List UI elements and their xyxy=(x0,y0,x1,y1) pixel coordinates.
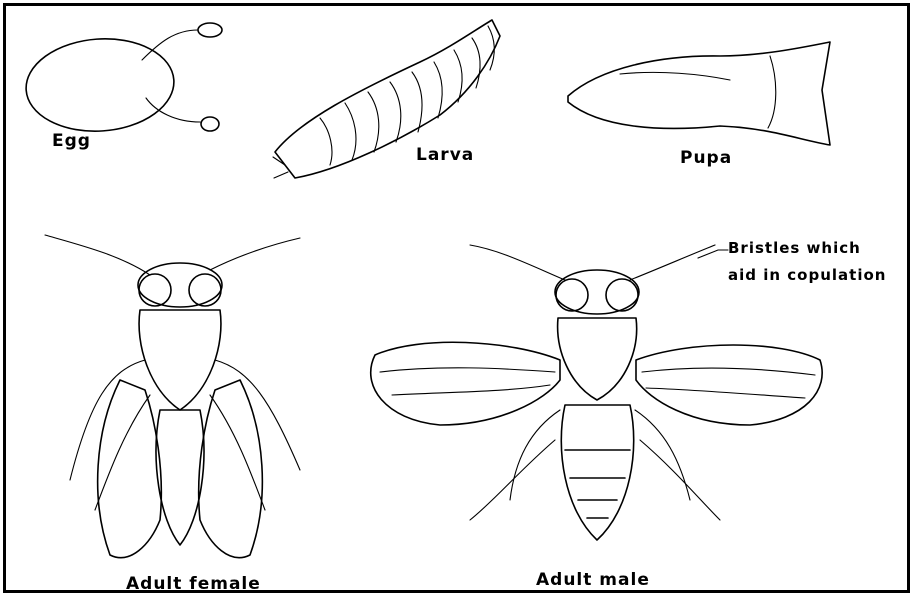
label-adult-male: Adult male xyxy=(536,572,650,589)
label-larva: Larva xyxy=(416,147,474,164)
adult-female-illustration xyxy=(45,235,300,558)
pupa-illustration xyxy=(568,42,830,145)
label-bristles-line1: Bristles which xyxy=(728,241,861,256)
label-adult-female: Adult female xyxy=(126,576,261,593)
adult-male-illustration xyxy=(371,245,822,540)
label-egg: Egg xyxy=(52,133,91,150)
label-bristles-line2: aid in copulation xyxy=(728,268,886,283)
label-pupa: Pupa xyxy=(680,150,732,167)
egg-illustration xyxy=(23,23,222,136)
